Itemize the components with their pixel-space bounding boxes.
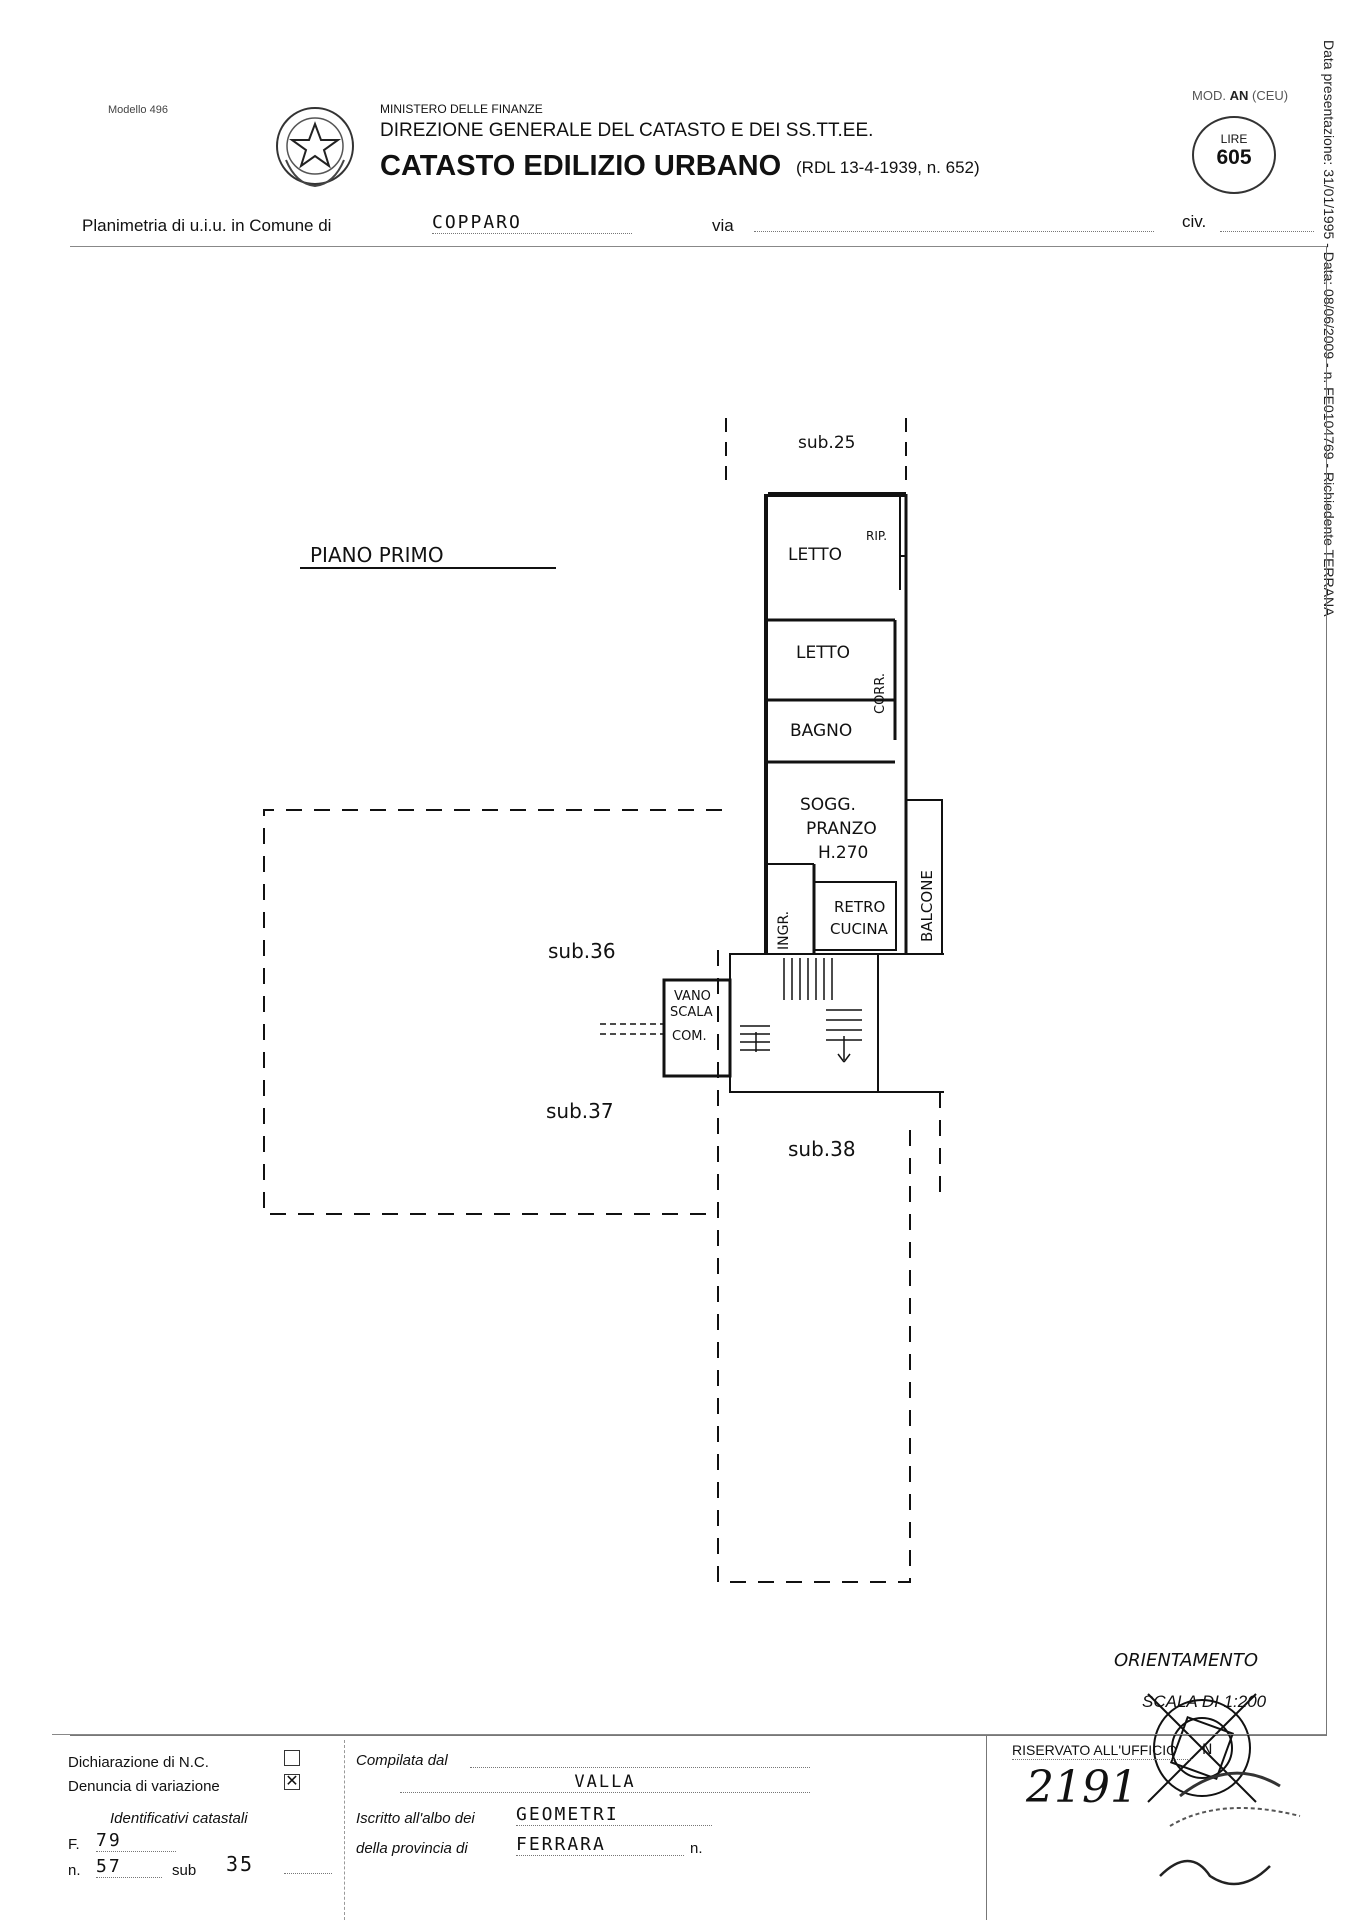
provincia-label: della provincia di xyxy=(356,1840,468,1857)
sub-label: sub xyxy=(172,1862,197,1879)
label-soggiorno: SOGG. xyxy=(800,795,856,815)
denuncia-checkbox[interactable]: ✕ xyxy=(284,1773,300,1790)
compilata-value: VALLA xyxy=(400,1772,810,1793)
footer-frame xyxy=(52,1734,1326,1921)
sub-field-extra xyxy=(284,1872,332,1874)
model-code-prefix: MOD. xyxy=(1192,88,1226,103)
stamp-label: LIRE xyxy=(1220,132,1248,146)
iscritto-value: GEOMETRI xyxy=(516,1804,712,1826)
foglio-value: 79 xyxy=(96,1830,176,1852)
compass-icon xyxy=(1147,1693,1257,1803)
n-label: n. xyxy=(68,1862,81,1879)
label-sub37: sub.37 xyxy=(546,1099,614,1123)
label-retro: RETRO xyxy=(834,898,885,916)
footer-divider-2 xyxy=(986,1736,988,1920)
model-code-suffix: (CEU) xyxy=(1251,88,1289,103)
riservato-underline xyxy=(1012,1758,1192,1760)
label-height: H.270 xyxy=(818,843,868,863)
riservato-label: RISERVATO ALL'UFFICIO xyxy=(1012,1742,1178,1758)
iscritto-label: Iscritto all'albo dei xyxy=(356,1810,475,1827)
footer-divider-1 xyxy=(344,1740,346,1920)
decl-label: Dichiarazione di N.C. xyxy=(68,1754,209,1771)
north-marker: N xyxy=(1202,1742,1212,1758)
direction-name: DIREZIONE GENERALE DEL CATASTO E DEI SS.… xyxy=(380,120,874,141)
civ-label: civ. xyxy=(1182,212,1207,231)
label-sub38: sub.38 xyxy=(788,1137,856,1161)
ident-title: Identificativi catastali xyxy=(110,1810,248,1827)
label-sub25: sub.25 xyxy=(798,433,855,453)
label-corridoio: CORR. xyxy=(873,673,888,714)
model-code: MOD. AN (CEU) xyxy=(1192,88,1288,103)
orientation-label: ORIENTAMENTO xyxy=(1114,1650,1258,1671)
civ-field xyxy=(1220,230,1314,232)
office-stamp-icon xyxy=(1159,1771,1301,1886)
model-number: Modello 496 xyxy=(108,104,168,116)
denuncia-label: Denuncia di variazione xyxy=(68,1778,220,1795)
provincia-value: FERRARA xyxy=(516,1834,684,1856)
label-rip: RIP. xyxy=(866,529,887,543)
model-code-main: AN xyxy=(1229,88,1249,103)
floor-label: PIANO PRIMO xyxy=(310,543,444,567)
address-label: Planimetria di u.i.u. in Comune di xyxy=(82,216,332,235)
label-letto-2: LETTO xyxy=(796,643,850,663)
label-vano: VANO xyxy=(674,989,711,1004)
label-scala: SCALA xyxy=(670,1005,713,1020)
compilata-field xyxy=(470,1766,810,1768)
label-balcone: BALCONE xyxy=(918,870,936,942)
law-reference: (RDL 13-4-1939, n. 652) xyxy=(796,158,980,177)
label-com: COM. xyxy=(672,1029,707,1044)
decl-checkbox[interactable] xyxy=(284,1750,300,1766)
sub-value: 35 xyxy=(226,1852,255,1876)
stamp-value: 605 xyxy=(1216,146,1252,169)
stamp-circle: LIRE 605 xyxy=(1192,116,1276,194)
compilata-label: Compilata dal xyxy=(356,1752,448,1769)
label-cucina: CUCINA xyxy=(830,920,889,938)
republic-emblem-icon xyxy=(276,107,354,188)
foglio-label: F. xyxy=(68,1836,80,1853)
ministry-name: MINISTERO DELLE FINANZE xyxy=(380,102,543,116)
label-letto-1: LETTO xyxy=(788,545,842,565)
label-bagno: BAGNO xyxy=(790,721,852,741)
drawing-frame xyxy=(70,246,1327,1736)
provincia-n-label: n. xyxy=(690,1840,703,1857)
via-field xyxy=(754,230,1154,232)
via-label: via xyxy=(712,216,734,235)
catasto-title: CATASTO EDILIZIO URBANO xyxy=(380,150,782,182)
n-value: 57 xyxy=(96,1856,162,1878)
label-sub36: sub.36 xyxy=(548,939,616,963)
comune-value: COPPARO xyxy=(432,212,632,234)
scale-note: SCALA DI 1:200 xyxy=(1142,1692,1267,1711)
label-pranzo: PRANZO xyxy=(806,819,877,839)
label-ingresso: INGR. xyxy=(776,911,792,950)
office-number: 2191 xyxy=(1026,1762,1138,1813)
